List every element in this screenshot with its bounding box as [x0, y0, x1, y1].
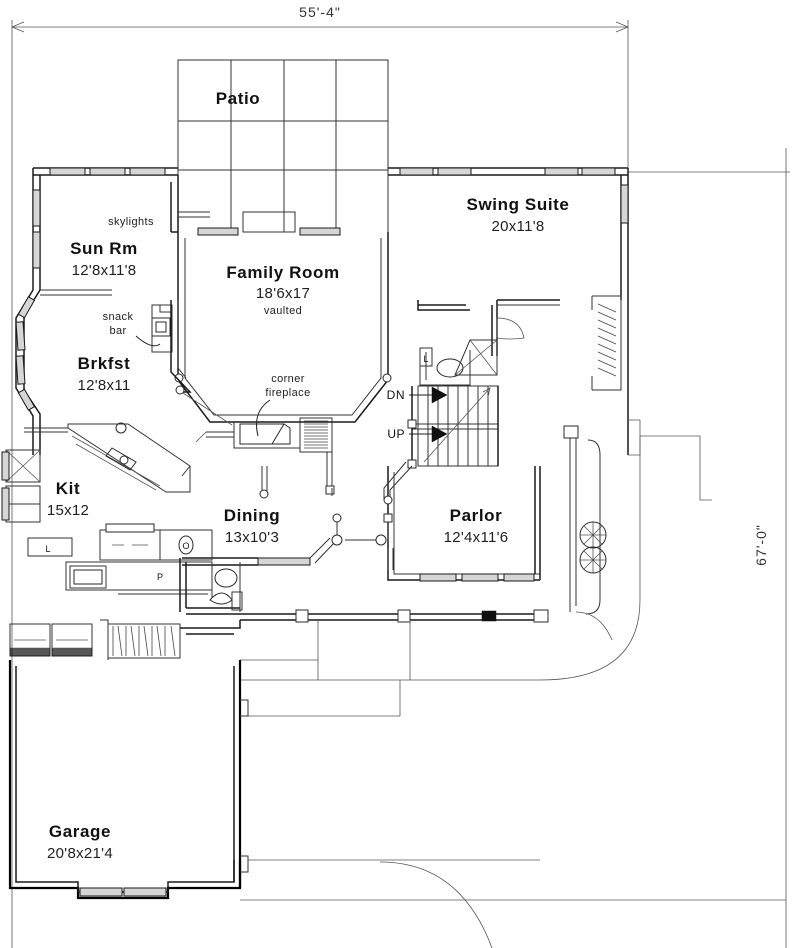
room-patio: Patio — [177, 59, 389, 232]
overall-depth-dimension-text: 67'-0" — [753, 524, 769, 566]
room-family — [174, 211, 392, 423]
room-dining — [182, 466, 394, 570]
stair-label-down: DN — [387, 388, 405, 402]
fixture-snack-bar — [151, 304, 173, 353]
dimension-overall-width: 55'-4" — [11, 2, 629, 948]
room-label-garage: Garage — [49, 822, 111, 841]
landscape-shrubs — [579, 521, 607, 574]
stairs: DN UP — [387, 385, 499, 469]
walls-lower-house — [240, 609, 549, 681]
room-dim-dining: 13x10'3 — [225, 529, 279, 546]
windows-left-sunroom — [32, 189, 41, 269]
dimension-overall-depth: 67'-0" — [628, 148, 790, 948]
room-dim-sun-room: 12'8x11'8 — [72, 262, 137, 279]
note-family-vaulted: vaulted — [264, 305, 302, 317]
label-pantry: P — [157, 572, 163, 582]
walls-swing-suite-interior — [417, 295, 622, 391]
room-label-dining: Dining — [224, 506, 280, 525]
annotation-corner-fireplace: corner fireplace — [256, 373, 310, 437]
wall-sunroom-east — [170, 175, 210, 233]
room-label-swing-suite: Swing Suite — [467, 195, 570, 214]
mudroom-hatch — [112, 625, 176, 657]
room-dim-kitchen: 15x12 — [47, 502, 89, 519]
windows-top-right — [399, 167, 616, 176]
room-label-family-room: Family Room — [226, 263, 339, 282]
room-kitchen: L O P — [1, 422, 213, 598]
fixture-fireplace — [195, 417, 335, 495]
room-dim-family-room: 18'6x17 — [256, 285, 310, 302]
fireplace-line2: fireplace — [265, 387, 310, 399]
windows-top-left — [49, 167, 166, 176]
label-laundry: L — [45, 544, 50, 554]
closet-hanging-rod — [597, 303, 617, 377]
label-oven: O — [182, 541, 189, 551]
fixture-half-bath — [179, 558, 243, 615]
room-dim-parlor: 12'4x11'6 — [444, 529, 509, 546]
snack-bar-line1: snack — [103, 311, 134, 323]
wall-breakfast-family — [170, 300, 233, 426]
room-dim-swing-suite: 20x11'8 — [491, 218, 544, 235]
room-label-breakfast: Brkfst — [78, 354, 131, 373]
room-label-sun-room: Sun Rm — [70, 239, 138, 258]
fireplace-line1: corner — [271, 373, 305, 385]
room-label-patio: Patio — [216, 89, 261, 108]
room-parlor — [383, 461, 541, 582]
fixture-laundry-area — [9, 619, 241, 660]
overall-width-dimension-text: 55'-4" — [299, 4, 341, 20]
room-garage — [8, 660, 540, 900]
room-dim-breakfast: 12'8x11 — [77, 377, 130, 394]
room-label-parlor: Parlor — [450, 506, 503, 525]
room-dim-garage: 20'8x21'4 — [47, 845, 113, 862]
stair-label-up: UP — [387, 427, 405, 441]
fireplace-hatch — [304, 420, 328, 449]
driveway-arc — [240, 861, 786, 948]
label-linen: L — [423, 354, 428, 364]
wrap-around-porch — [539, 419, 712, 681]
annotation-snack-bar: snack bar — [103, 311, 161, 347]
snack-bar-line2: bar — [109, 325, 126, 337]
stair-treads — [427, 386, 489, 466]
fixture-powder-room: L — [419, 347, 471, 386]
note-skylights: skylights — [108, 216, 154, 228]
room-label-kitchen: Kit — [56, 479, 80, 498]
window-right-swingsuite — [620, 184, 629, 224]
